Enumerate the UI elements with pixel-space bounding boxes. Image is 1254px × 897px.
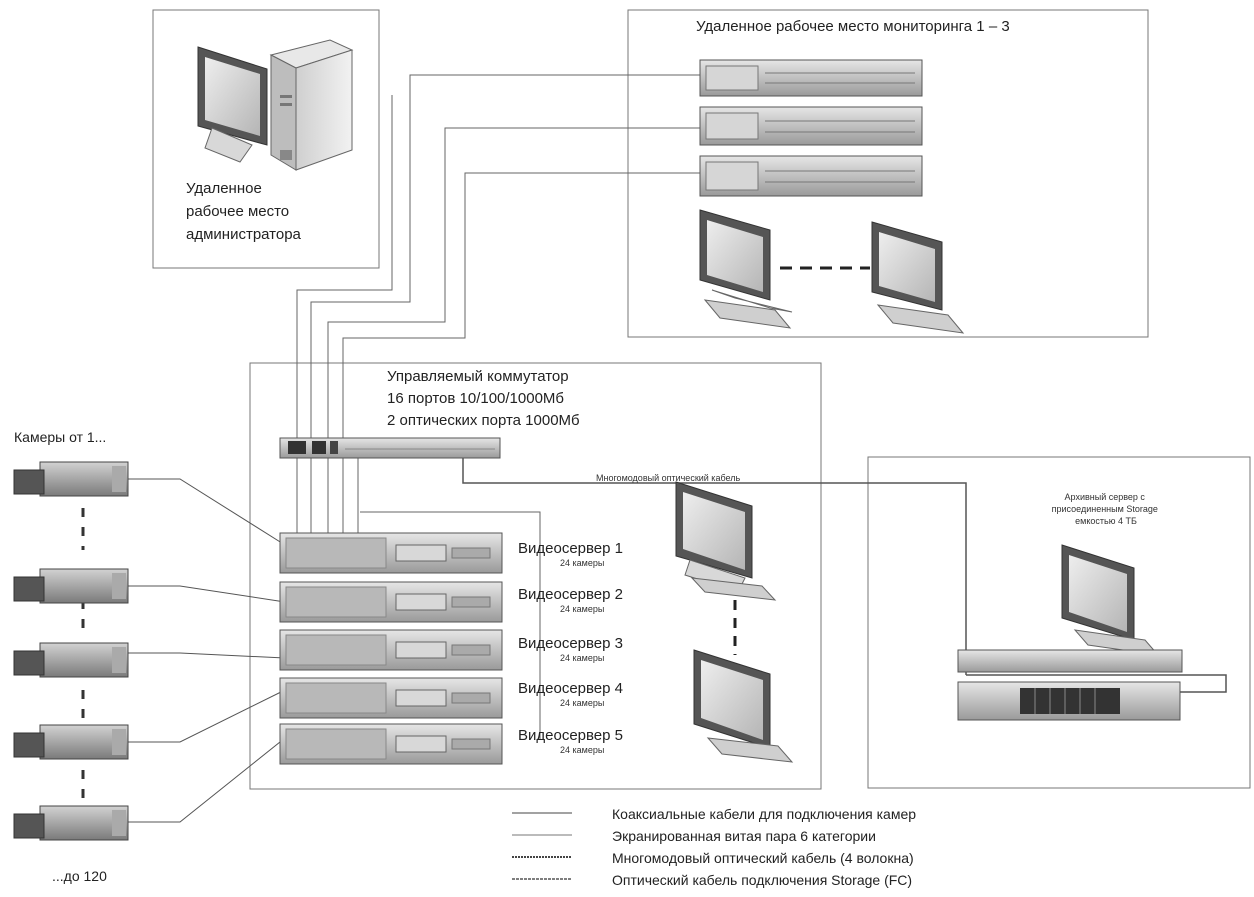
coax-cables xyxy=(128,478,286,823)
video-server-1-label: Видеосервер 1 xyxy=(518,540,623,557)
video-server-2 xyxy=(279,581,503,623)
archive-frame xyxy=(867,456,1251,789)
video-server-5-sublabel: 24 камеры xyxy=(560,745,604,755)
video-server-5-label: Видеосервер 5 xyxy=(518,727,623,744)
svg-text:Камеры от 1...: Камеры от 1... xyxy=(14,429,106,445)
server-room-frame xyxy=(249,362,822,790)
legend: Коаксиальные кабели для подключения каме… xyxy=(512,806,916,888)
video-server-4 xyxy=(279,677,503,719)
legend-coax-label: Коаксиальные кабели для подключения каме… xyxy=(612,806,916,822)
admin-monitor-icon xyxy=(197,46,268,163)
legend-twisted-pair-label: Экранированная витая пара 6 категории xyxy=(612,828,876,844)
video-server-3-sublabel: 24 камеры xyxy=(560,653,604,663)
camera-3-icon xyxy=(13,642,129,678)
camera-label-top: Камеры от 1... xyxy=(14,429,106,445)
operator-monitor-top-icon xyxy=(675,481,777,601)
admin-frame xyxy=(152,9,380,269)
monitoring-monitor-left-icon xyxy=(699,209,793,329)
monitoring-server-unit xyxy=(699,59,923,97)
operator-monitor-bottom-icon xyxy=(693,649,794,763)
camera-2-icon xyxy=(13,568,129,604)
switch-device xyxy=(279,437,501,459)
video-server-1-sublabel: 24 камеры xyxy=(560,558,604,568)
video-server-1 xyxy=(279,532,503,574)
legend-fc-label: Оптический кабель подключения Storage (F… xyxy=(612,872,912,888)
archive-monitor-icon xyxy=(1061,544,1160,656)
camera-4-icon xyxy=(13,724,129,760)
monitoring-server-unit xyxy=(699,155,923,197)
monitoring-title: Удаленное рабочее место мониторинга 1 – … xyxy=(696,18,1010,35)
switch-label: Управляемый коммутатор 16 портов 10/100/… xyxy=(387,368,580,429)
video-server-5 xyxy=(279,723,503,765)
archive-server-unit xyxy=(957,649,1183,673)
video-server-3-label: Видеосервер 3 xyxy=(518,635,623,652)
video-server-3 xyxy=(279,629,503,671)
camera-label-bottom: ...до 120 xyxy=(52,868,107,884)
switch-server-cables xyxy=(296,458,541,740)
storage-unit xyxy=(957,681,1181,721)
monitoring-monitor-right-icon xyxy=(871,221,965,334)
fiber-cable-label: Многомодовый оптический кабель xyxy=(596,473,740,483)
twisted-pair-cables xyxy=(296,74,700,438)
archive-label: Архивный сервер с присоединенным Storage… xyxy=(1052,492,1161,526)
monitoring-servers xyxy=(699,59,923,197)
video-server-4-label: Видеосервер 4 xyxy=(518,680,623,697)
video-server-2-label: Видеосервер 2 xyxy=(518,586,623,603)
multimode-fiber-cable xyxy=(462,453,1227,693)
monitoring-server-unit xyxy=(699,106,923,146)
admin-tower-icon xyxy=(269,39,354,171)
video-server-2-sublabel: 24 камеры xyxy=(560,604,604,614)
camera-5-icon xyxy=(13,805,129,841)
legend-multimode-label: Многомодовый оптический кабель (4 волокн… xyxy=(612,850,914,866)
admin-label: Удаленное рабочее место администратора xyxy=(186,180,302,243)
camera-1-icon xyxy=(13,461,129,497)
video-server-4-sublabel: 24 камеры xyxy=(560,698,604,708)
